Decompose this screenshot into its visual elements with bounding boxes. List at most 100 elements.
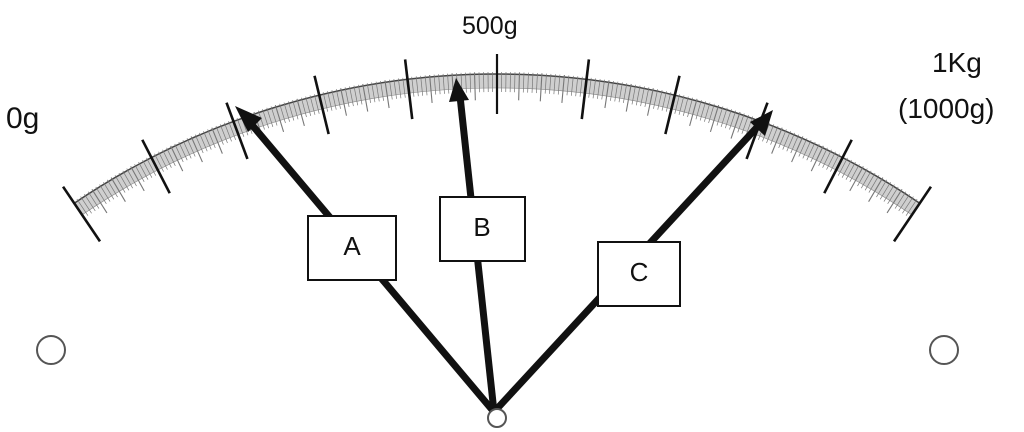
minor-tick: [678, 95, 685, 115]
minor-tick: [902, 196, 914, 214]
minor-tick: [142, 159, 153, 178]
minor-tick: [549, 73, 552, 94]
minor-tick: [592, 78, 597, 99]
minor-tick: [618, 82, 623, 103]
minor-tick: [199, 132, 208, 152]
minor-tick: [623, 83, 628, 103]
minor-tick: [219, 124, 228, 144]
pointer-a: A: [235, 106, 497, 415]
minor-tick: [389, 79, 393, 100]
minor-tick: [469, 72, 472, 93]
minor-tick: [438, 74, 441, 95]
minor-tick: [138, 161, 149, 180]
minor-tick: [266, 107, 274, 127]
minor-tick: [561, 74, 565, 103]
minor-tick: [674, 94, 680, 114]
minor-tick: [366, 83, 371, 103]
minor-tick: [397, 78, 402, 99]
label-box-b: [439, 196, 526, 262]
major-tick: [225, 102, 249, 160]
minor-tick: [305, 96, 312, 116]
minor-tick: [730, 111, 741, 139]
pointer-c: C: [491, 110, 773, 415]
minor-tick: [118, 172, 130, 191]
minor-tick: [771, 127, 783, 154]
minor-tick: [76, 198, 89, 216]
minor-tick: [211, 127, 223, 154]
minor-tick: [170, 145, 184, 172]
minor-tick: [898, 193, 910, 212]
minor-tick: [782, 130, 791, 150]
minor-tick: [162, 149, 172, 168]
minor-tick: [689, 98, 698, 127]
minor-tick: [228, 120, 236, 140]
minor-tick: [849, 166, 864, 192]
minor-tick: [614, 81, 619, 102]
minor-tick: [741, 114, 749, 134]
minor-tick: [331, 90, 337, 110]
minor-tick: [309, 95, 316, 115]
minor-tick: [579, 76, 583, 97]
minor-tick: [857, 168, 868, 187]
minor-tick: [841, 159, 852, 178]
minor-tick: [99, 184, 111, 202]
minor-tick: [518, 72, 521, 101]
minor-tick: [110, 177, 126, 202]
minor-tick: [103, 182, 115, 200]
minor-tick: [84, 193, 96, 212]
minor-tick: [798, 138, 808, 157]
pointer-a-arrowhead: [235, 106, 262, 132]
minor-tick: [886, 188, 903, 214]
minor-tick: [631, 84, 636, 105]
minor-tick: [300, 97, 307, 118]
minor-tick: [737, 113, 745, 133]
label-box-a-text: A: [343, 231, 361, 261]
minor-tick: [544, 73, 547, 94]
minor-tick: [106, 179, 118, 198]
minor-tick: [353, 85, 359, 106]
minor-tick: [646, 88, 654, 116]
minor-tick: [778, 129, 787, 149]
minor-tick: [709, 104, 720, 133]
label-500g: 500g: [462, 12, 518, 40]
minor-tick: [822, 149, 832, 168]
label-box-c-text: C: [630, 257, 649, 287]
minor-tick: [465, 72, 467, 93]
minor-tick: [114, 175, 126, 193]
minor-tick: [262, 109, 270, 129]
minor-tick: [830, 153, 840, 172]
minor-tick: [384, 80, 390, 109]
minor-tick: [371, 82, 376, 103]
minor-tick: [905, 198, 918, 216]
pointer-b: B: [439, 78, 526, 413]
minor-tick: [539, 73, 543, 102]
minor-tick: [429, 74, 433, 103]
minor-tick: [194, 134, 204, 154]
major-tick: [313, 75, 330, 135]
minor-tick: [327, 91, 333, 111]
minor-tick: [635, 85, 641, 106]
minor-tick: [665, 92, 672, 112]
minor-tick: [433, 74, 437, 95]
major-tick: [664, 75, 681, 135]
minor-tick: [536, 73, 538, 94]
minor-tick: [708, 103, 715, 124]
minor-tick: [279, 103, 286, 124]
minor-tick: [868, 175, 880, 193]
label-0g: 0g: [6, 102, 39, 135]
minor-tick: [720, 107, 728, 127]
major-ticks: [61, 54, 933, 243]
label-1kg: 1Kg: [932, 47, 982, 78]
minor-tick: [134, 164, 145, 182]
minor-tick: [442, 73, 445, 94]
label-box-a: [307, 215, 397, 281]
minor-tick: [80, 196, 92, 214]
minor-tick: [473, 72, 476, 101]
minor-tick: [894, 191, 907, 209]
minor-tick: [557, 74, 561, 95]
minor-tick: [682, 96, 689, 116]
minor-tick: [883, 184, 895, 202]
minor-tick: [575, 76, 579, 97]
minor-tick: [818, 147, 828, 166]
